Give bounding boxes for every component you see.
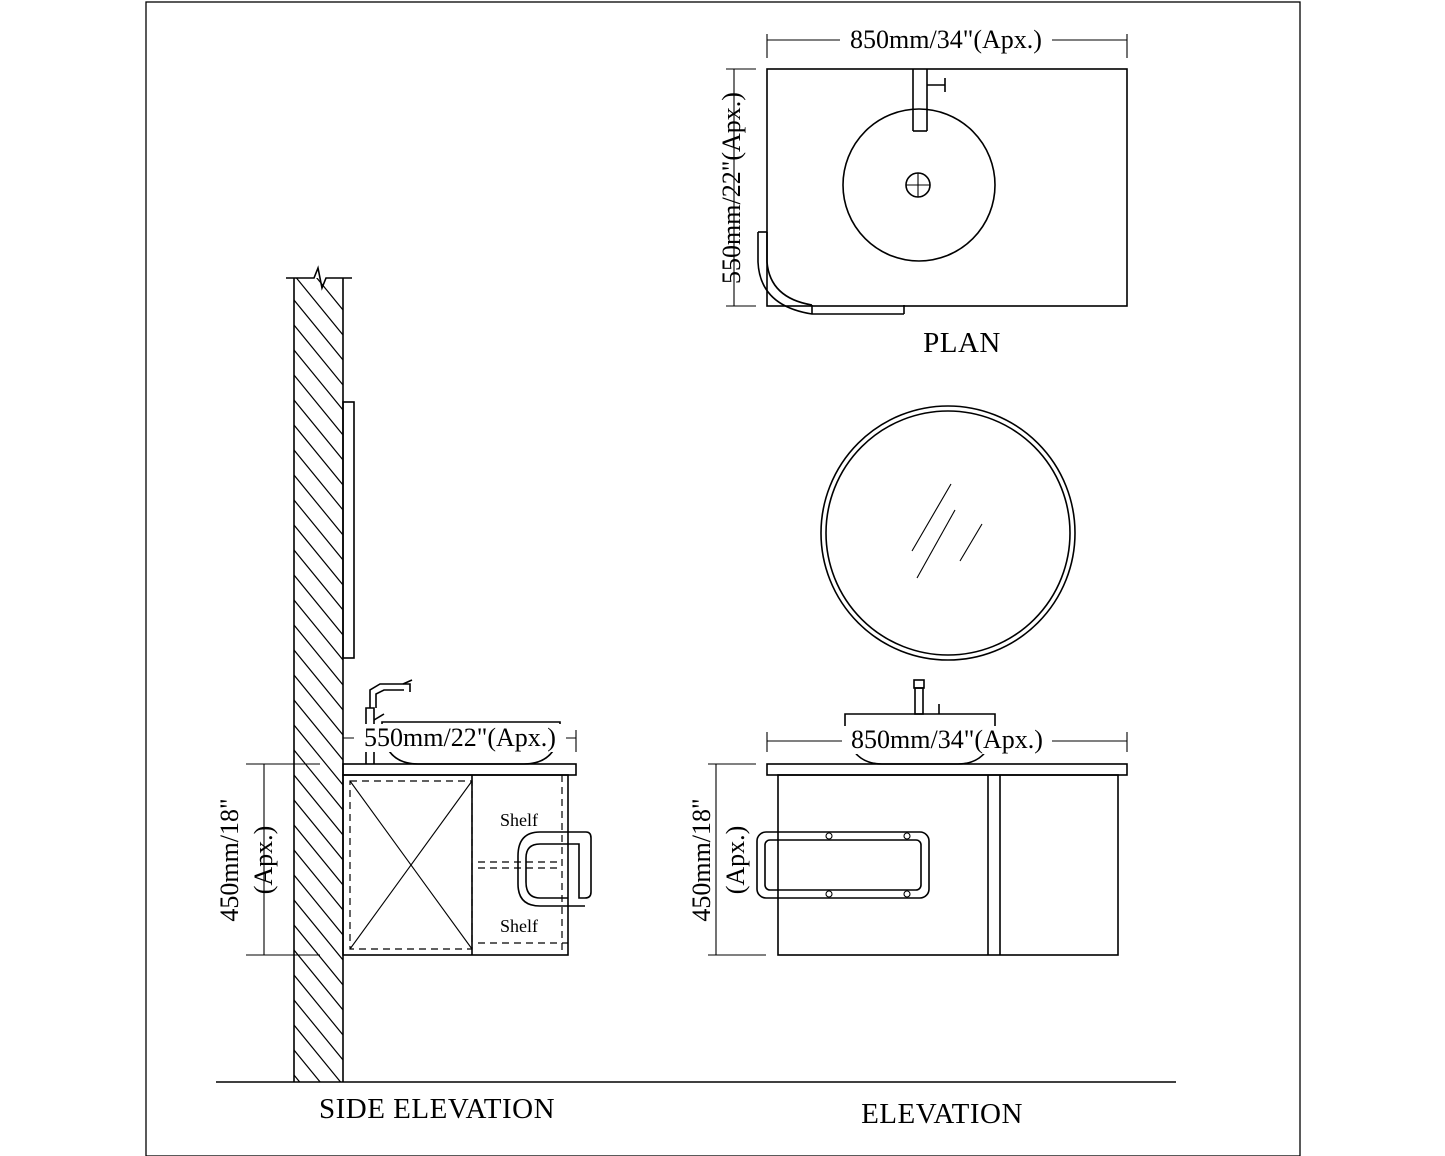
wall-hatch-line [294, 599, 343, 661]
wall-hatch-line [294, 299, 343, 361]
side-elevation-view: 550mm/22"(Apx.) Shelf Shelf 450mm/18" (A… [215, 265, 592, 1125]
wall-hatch-line [294, 649, 343, 711]
elevation-width-dimension: 850mm/34"(Apx.) [851, 725, 1043, 754]
wall-hatch-line [294, 1024, 342, 1082]
wall-hatch-line [294, 949, 343, 1011]
plan-width-dimension: 850mm/34"(Apx.) [850, 25, 1042, 54]
wall-hatch-line [294, 399, 343, 461]
wall-hatch-line [294, 449, 343, 511]
elevation-height-dimension: 450mm/18" [687, 798, 716, 921]
wall-hatch-line [294, 674, 343, 736]
wall-hatch-line [294, 849, 343, 911]
basin-circle [842, 108, 996, 262]
wall-hatch-line [316, 278, 343, 311]
wall-hatch-line [294, 899, 343, 961]
wall-hatch-line [294, 349, 343, 411]
wall-hatch-line [294, 574, 343, 636]
wall-hatch-line [294, 1049, 321, 1082]
wall-hatch-line [294, 699, 343, 761]
wall-hatch-line [294, 799, 343, 861]
plan-title: PLAN [923, 327, 1001, 359]
side-height-dimension: 450mm/18" [215, 798, 244, 921]
wall-hatch-line [294, 724, 343, 786]
wall-hatch-line [294, 974, 343, 1036]
side-depth-dimension: 550mm/22"(Apx.) [364, 723, 556, 752]
shelf-label-top: Shelf [500, 810, 538, 830]
wall-hatch-line [294, 624, 343, 686]
wall-hatch [294, 278, 343, 1082]
wall-hatch-line [294, 824, 343, 886]
wall-hatch-line [294, 324, 343, 386]
shelf-label-bottom: Shelf [500, 916, 538, 936]
side-elevation-title: SIDE ELEVATION [319, 1093, 555, 1125]
wall-hatch-line [294, 749, 343, 811]
plan-depth-dimension: 550mm/22"(Apx.) [717, 92, 746, 284]
elevation-title: ELEVATION [861, 1098, 1023, 1130]
wall-hatch-line [295, 278, 343, 336]
wall-hatch-line [294, 999, 343, 1061]
wall-hatch-line [294, 874, 343, 936]
wall-hatch-line [294, 474, 343, 536]
wall-hatch-line [294, 499, 343, 561]
wall-hatch-line [294, 774, 343, 836]
wall-hatch-line [294, 424, 343, 486]
wall-hatch-line [294, 549, 343, 611]
elevation-view: 850mm/34"(Apx.) 450mm/18" (Apx.) ELEVATI… [687, 405, 1128, 1130]
wall-hatch-line [294, 374, 343, 436]
sheet-border [145, 1, 1301, 1156]
plan-view: 850mm/34"(Apx.) 550mm/22"(Apx.) PLAN [717, 24, 1128, 359]
round-mirror [820, 405, 1076, 661]
side-height-dimension-apx: (Apx.) [249, 826, 278, 895]
wall-hatch-line [294, 524, 343, 586]
elevation-height-dimension-apx: (Apx.) [721, 826, 750, 895]
